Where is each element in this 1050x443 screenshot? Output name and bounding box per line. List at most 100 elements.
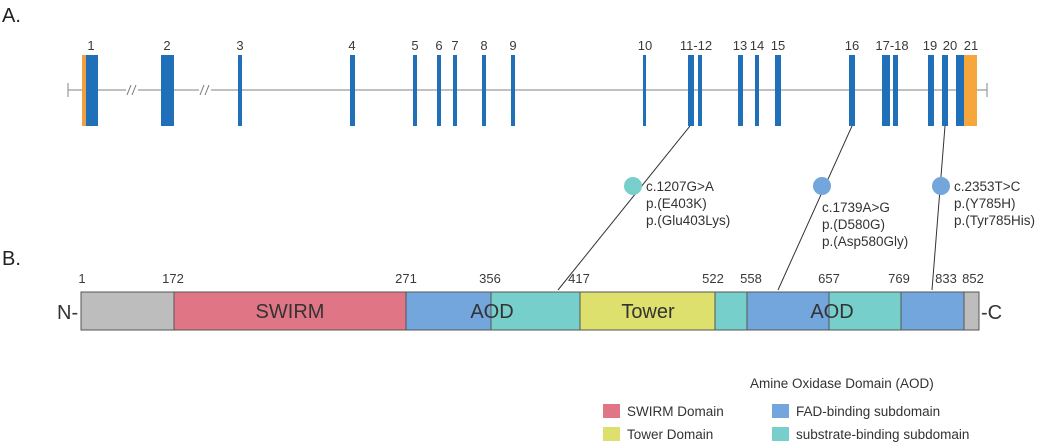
domain-labels: SWIRM AOD Tower AOD	[256, 301, 854, 323]
position-label: 769	[888, 271, 910, 286]
exon-label: 5	[411, 38, 418, 53]
exon-14	[755, 55, 759, 126]
legend-swatch-fad	[772, 404, 789, 418]
variant-line-1	[557, 125, 691, 291]
variant-2-cdna: c.1739A>G	[822, 200, 890, 215]
exon-3	[238, 55, 242, 126]
intron-break-2	[199, 84, 211, 96]
variant-line-3	[931, 125, 946, 291]
exon-label: 14	[750, 38, 764, 53]
tower-label: Tower	[621, 301, 675, 323]
position-label: 657	[818, 271, 840, 286]
legend-heading: Amine Oxidase Domain (AOD)	[750, 376, 934, 391]
protein-bar	[80, 291, 980, 331]
variant-dot-3	[932, 177, 950, 195]
variant-3-text: c.2353T>C p.(Y785H) p.(Tyr785His)	[954, 179, 1035, 228]
domain-swirm	[173, 291, 407, 331]
exon-label: 15	[771, 38, 785, 53]
exon-5	[413, 55, 417, 126]
exon-label: 3	[236, 38, 243, 53]
exon-label: 13	[733, 38, 747, 53]
legend-swatch-substrate	[772, 427, 789, 441]
legend-label-substrate: substrate-binding subdomain	[796, 427, 969, 442]
position-label: 356	[479, 271, 501, 286]
domain-fad-2	[746, 291, 830, 331]
variant-dot-2	[813, 177, 831, 195]
residue-positions: 1 172 271 356 417 522 558 657 769 833 85…	[78, 271, 983, 286]
exon-19	[928, 55, 934, 126]
exon-label: 6	[435, 38, 442, 53]
variant-dot-1	[624, 177, 642, 195]
exon-8	[482, 55, 486, 126]
domain-fad-1	[405, 291, 492, 331]
swirm-label: SWIRM	[256, 301, 325, 323]
legend-swatch-tower	[603, 427, 620, 441]
variant-1-protein-long: p.(Glu403Lys)	[646, 213, 730, 228]
exon-18	[893, 55, 898, 126]
exon-label: 17-18	[875, 38, 908, 53]
exon-label: 1	[87, 38, 94, 53]
exon-17	[882, 55, 890, 126]
variant-3-protein-short: p.(Y785H)	[954, 196, 1016, 211]
exon-7	[453, 55, 457, 126]
position-label: 522	[702, 271, 724, 286]
exon-15	[775, 55, 781, 126]
exon-label: 11-12	[680, 38, 712, 53]
position-label: 172	[162, 271, 184, 286]
domain-c-terminal	[963, 291, 980, 331]
utr-3prime	[964, 55, 977, 126]
variant-2-protein-short: p.(D580G)	[822, 217, 885, 232]
exon-11	[688, 55, 694, 126]
position-label: 417	[568, 271, 590, 286]
aod-label-2: AOD	[810, 301, 853, 323]
variant-3-protein-long: p.(Tyr785His)	[954, 213, 1035, 228]
exon-4	[350, 55, 355, 126]
exon-label: 2	[163, 38, 170, 53]
exon-1	[86, 55, 98, 126]
n-terminus: N-	[57, 302, 78, 324]
position-label: 1	[78, 271, 85, 286]
exon-label: 10	[638, 38, 652, 53]
position-label: 271	[395, 271, 417, 286]
exons	[86, 55, 964, 126]
legend-label-fad: FAD-binding subdomain	[796, 404, 940, 419]
position-label: 558	[740, 271, 762, 286]
legend-label-tower: Tower Domain	[627, 427, 713, 442]
variant-line-2	[777, 125, 853, 291]
exon-label: 19	[923, 38, 937, 53]
exon-labels: 1 2 3 4 5 6 7 8 9 10 11-12 13 14 15 16 1…	[87, 38, 978, 53]
exon-20	[942, 55, 948, 126]
panel-a-label: A.	[2, 5, 21, 27]
variant-2-text: c.1739A>G p.(D580G) p.(Asp580Gly)	[822, 200, 908, 249]
panel-b-label: B.	[2, 248, 21, 270]
exon-2	[161, 55, 174, 126]
position-label: 852	[962, 271, 984, 286]
exon-12	[698, 55, 702, 126]
domain-substrate-2	[714, 291, 748, 331]
intron-break-1	[126, 84, 138, 96]
c-terminus: -C	[981, 302, 1002, 324]
utr-5prime	[82, 55, 86, 126]
variant-2-protein-long: p.(Asp580Gly)	[822, 234, 908, 249]
exon-label: 20	[943, 38, 957, 53]
legend-label-swirm: SWIRM Domain	[627, 404, 724, 419]
legend-swatch-swirm	[603, 404, 620, 418]
exon-16	[849, 55, 855, 126]
variant-1-cdna: c.1207G>A	[646, 179, 714, 194]
domain-n-terminal	[80, 291, 175, 331]
exon-label: 8	[480, 38, 487, 53]
exon-9	[511, 55, 515, 126]
variant-1-protein-short: p.(E403K)	[646, 196, 707, 211]
aod-label-1: AOD	[470, 301, 513, 323]
exon-label: 9	[509, 38, 516, 53]
domain-tower	[579, 291, 716, 331]
exon-label: 4	[348, 38, 355, 53]
exon-label: 7	[451, 38, 458, 53]
exon-label: 16	[845, 38, 859, 53]
exon-label: 21	[964, 38, 978, 53]
position-label: 833	[935, 271, 957, 286]
variant-3-cdna: c.2353T>C	[954, 179, 1021, 194]
domain-fad-3	[900, 291, 965, 331]
exon-6	[437, 55, 441, 126]
